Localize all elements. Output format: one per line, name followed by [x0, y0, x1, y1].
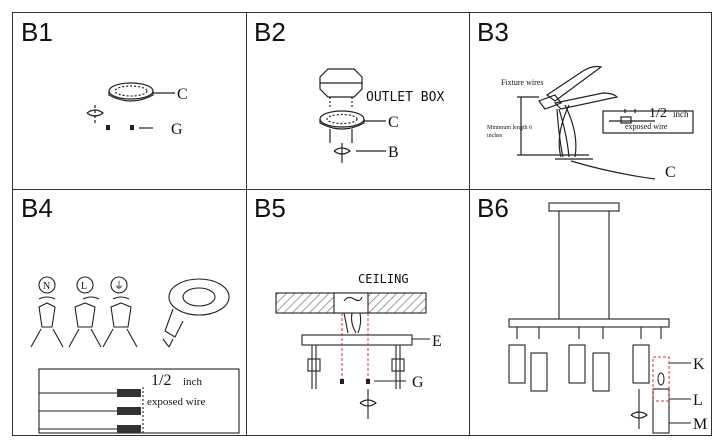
- label-exposed-wire: exposed wire: [625, 122, 668, 131]
- panel-b3: B3 Fixture wires: [469, 13, 713, 189]
- pliers-icon: [545, 65, 603, 102]
- label-half-inch: 1/2: [649, 106, 667, 121]
- panel-b6: B6: [469, 189, 713, 437]
- label-c: C: [388, 114, 399, 131]
- panel-title: B4: [21, 193, 53, 223]
- rotate-arrow-icon: [630, 411, 648, 419]
- neutral-symbol: [38, 276, 56, 294]
- panel-b4: B4: [13, 189, 246, 437]
- label-k: K: [693, 356, 705, 373]
- panel-b5: B5: [246, 189, 469, 437]
- label-g: G: [171, 121, 183, 138]
- label-l: L: [81, 281, 87, 292]
- b3-diagram: Fixture wires Minimum length 6 inches 1/…: [487, 65, 694, 181]
- b4-diagram: N L ⏚ 1/2 inch exposed wire: [30, 276, 240, 434]
- ground-symbol: [110, 276, 128, 294]
- rotate-arrow-icon: [86, 109, 105, 117]
- ceiling-canopy: [548, 202, 620, 212]
- panel-title: B3: [477, 17, 509, 47]
- label-ground: ⏚: [114, 280, 124, 292]
- panel-b1: B1 C G: [13, 13, 246, 189]
- rotate-arrow-icon: [359, 399, 377, 407]
- label-e: E: [432, 333, 442, 350]
- rotate-arrow-icon: [333, 147, 352, 155]
- divider-vertical-2: [469, 13, 470, 435]
- label-c: C: [665, 164, 676, 181]
- label-inch: inch: [183, 376, 202, 388]
- b1-diagram: C G: [86, 82, 188, 138]
- b2-diagram: OUTLET BOX C B: [319, 68, 444, 163]
- insulating-tape-icon: [168, 278, 230, 316]
- b5-diagram: CEILING E G: [275, 272, 442, 419]
- fixture-bar: [508, 318, 670, 328]
- label-l: L: [693, 392, 703, 409]
- divider-vertical-1: [246, 13, 247, 435]
- outlet-box-icon: [319, 68, 363, 98]
- label-fixture-wires: Fixture wires: [501, 78, 543, 87]
- label-g: G: [412, 374, 424, 391]
- panel-title: B5: [254, 193, 286, 223]
- panel-title: B2: [254, 17, 286, 47]
- instruction-grid: B1 C G B2: [12, 12, 712, 436]
- label-half-inch: 1/2: [151, 372, 171, 389]
- wire-nut-icon: [38, 302, 56, 328]
- label-c: C: [177, 86, 188, 103]
- label-ceiling: CEILING: [358, 272, 409, 286]
- leader-line: [570, 160, 656, 180]
- panel-b2: B2 OUTLET BOX C B: [246, 13, 469, 189]
- label-n: N: [43, 281, 50, 292]
- highlight-socket: [652, 356, 670, 402]
- canopy-bar: [301, 334, 413, 346]
- divider-horizontal: [13, 189, 711, 190]
- shade: [508, 344, 526, 384]
- panel-title: B6: [477, 193, 509, 223]
- label-inches: inches: [487, 133, 503, 139]
- label-inch: inch: [673, 109, 689, 119]
- panel-title: B1: [21, 17, 53, 47]
- label-exposed-wire: exposed wire: [147, 396, 205, 408]
- b6-diagram: K L M: [508, 202, 707, 434]
- label-min-length: Minimum length 6: [487, 125, 532, 131]
- label-outlet-box: OUTLET BOX: [366, 90, 444, 105]
- label-b: B: [388, 144, 399, 161]
- live-symbol: [76, 276, 94, 294]
- label-m: M: [693, 416, 707, 433]
